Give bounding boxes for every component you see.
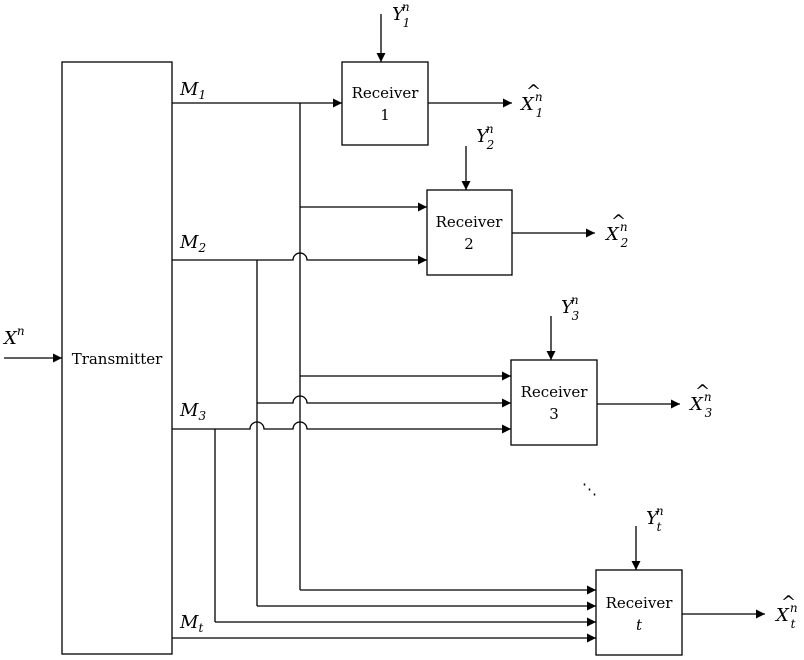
message-label-1: M1	[179, 79, 206, 102]
receiver-t-label: Receiver	[606, 594, 674, 612]
ellipsis: ⋱	[582, 480, 597, 498]
output-1-hat: ^	[526, 81, 541, 102]
source-label: Xn	[2, 324, 25, 349]
output-3-hat: ^	[695, 381, 710, 402]
m2-to-receiver-2	[172, 252, 427, 265]
transmitter-box	[61, 61, 173, 655]
receiver-1-label: Receiver	[352, 84, 420, 102]
receiver-1-index: 1	[380, 106, 390, 124]
receiver-1-box	[341, 61, 429, 146]
transmitter-label: Transmitter	[72, 350, 163, 368]
output-2-hat: ^	[611, 211, 626, 232]
message-label-3: M3	[179, 400, 206, 423]
m3-to-receiver-3	[172, 421, 511, 434]
m2-to-receiver-3	[257, 395, 511, 408]
receiver-t-box	[595, 569, 683, 656]
receiver-2-index: 2	[464, 235, 474, 253]
receiver-3-label: Receiver	[521, 383, 589, 401]
receiver-2-label: Receiver	[436, 213, 504, 231]
receiver-t-index: t	[636, 616, 643, 634]
receiver-3-index: 3	[549, 405, 559, 423]
receiver-3-box	[510, 359, 598, 446]
output-t-hat: ^	[781, 592, 796, 613]
message-label-t: Mt	[179, 612, 203, 635]
receiver-2-box	[426, 189, 513, 276]
message-label-2: M2	[179, 232, 206, 255]
